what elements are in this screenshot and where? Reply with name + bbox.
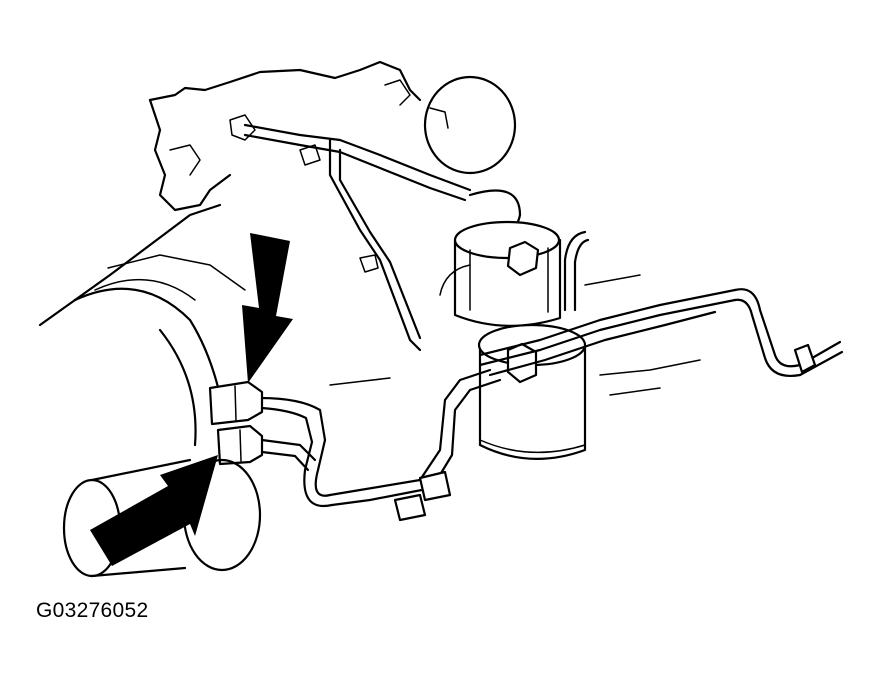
quick-connect-fittings <box>208 380 264 466</box>
upper-fuel-lines <box>243 123 522 352</box>
down-arrow-icon <box>242 233 293 383</box>
vent-tube <box>563 230 590 312</box>
transmission-housing <box>38 203 246 447</box>
figure-id-label: G03276052 <box>36 599 149 622</box>
right-fuel-lines <box>478 274 844 396</box>
flange-plate <box>423 75 517 175</box>
indicator-arrows <box>90 233 293 566</box>
diagonal-arrow-icon <box>90 455 218 566</box>
lower-fuel-lines <box>258 368 502 522</box>
fuel-filter <box>439 220 587 460</box>
